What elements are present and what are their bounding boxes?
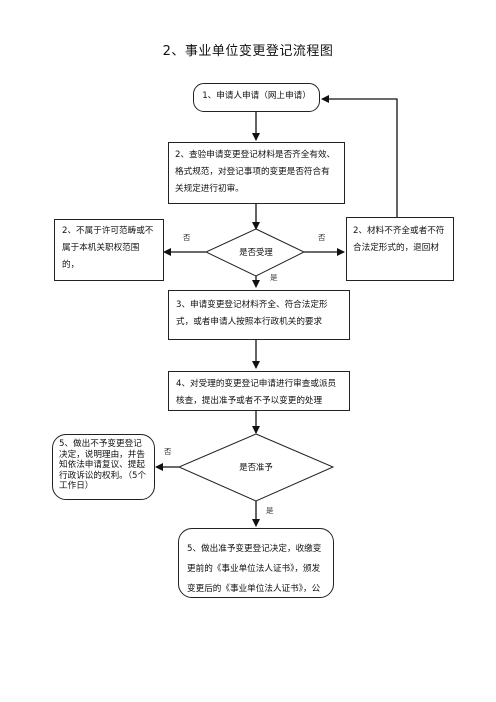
node-apply: 1、申请人申请（网上申请） [193,83,320,112]
node-rejected-text: 5、做出不予变更登记决定，说明理由，并告知依法申请复议、提起行政诉讼的权利。（5… [59,439,147,491]
node-apply-text: 1、申请人申请（网上申请） [202,91,311,101]
decision-approve-label: 是否准予 [239,462,273,472]
edge-label-no-right1: 否 [318,233,326,242]
node-approved: 5、做出准予变更登记决定，收缴变更前的《事业单位法人证书》，颁发变更后的《事业单… [178,528,334,598]
edge-label-no-left1: 否 [183,233,191,242]
node-accepted: 3、申请变更登记材料齐全、符合法定形式，或者申请人按照本行政机关的要求 [168,290,350,340]
node-examine: 4、对受理的变更登记申请进行审查或派员核查，提出准予或者不予以变更的处理 [168,371,350,411]
decision-diamond-2 [177,433,335,502]
node-initial-review-text: 2、查验申请变更登记材料是否齐全有效、格式规范，对登记事项的变更是否符合有关规定… [175,150,336,194]
node-out-of-scope: 2、不属于许可范畴或不属于本机关职权范围的， [54,219,164,281]
node-out-of-scope-text: 2、不属于许可范畴或不属于本机关职权范围的， [62,226,154,270]
edge-label-yes1: 是 [270,273,278,282]
node-examine-text: 4、对受理的变更登记申请进行审查或派员核查，提出准予或者不予以变更的处理 [176,379,337,406]
decision-diamond-1 [204,228,306,277]
node-incomplete: 2、材料不齐全或者不符合法定形式的，退回材 [346,217,454,281]
node-initial-review: 2、查验申请变更登记材料是否齐全有效、格式规范，对登记事项的变更是否符合有关规定… [168,142,345,204]
arrow-right1-n1 [321,95,398,217]
node-approved-text: 5、做出准予变更登记决定，收缴变更前的《事业单位法人证书》，颁发变更后的《事业单… [187,544,322,594]
decision-accept-label: 是否受理 [239,247,273,257]
edge-label-no-left2: 否 [164,447,172,456]
node-rejected: 5、做出不予变更登记决定，说明理由，并告知依法申请复议、提起行政诉讼的权利。（5… [52,434,155,500]
node-incomplete-text: 2、材料不齐全或者不符合法定形式的，退回材 [353,226,445,253]
node-accepted-text: 3、申请变更登记材料齐全、符合法定形式，或者申请人按照本行政机关的要求 [176,300,328,327]
edge-label-yes2: 是 [266,506,274,515]
page-title: 2、事业单位变更登记流程图 [162,44,334,59]
